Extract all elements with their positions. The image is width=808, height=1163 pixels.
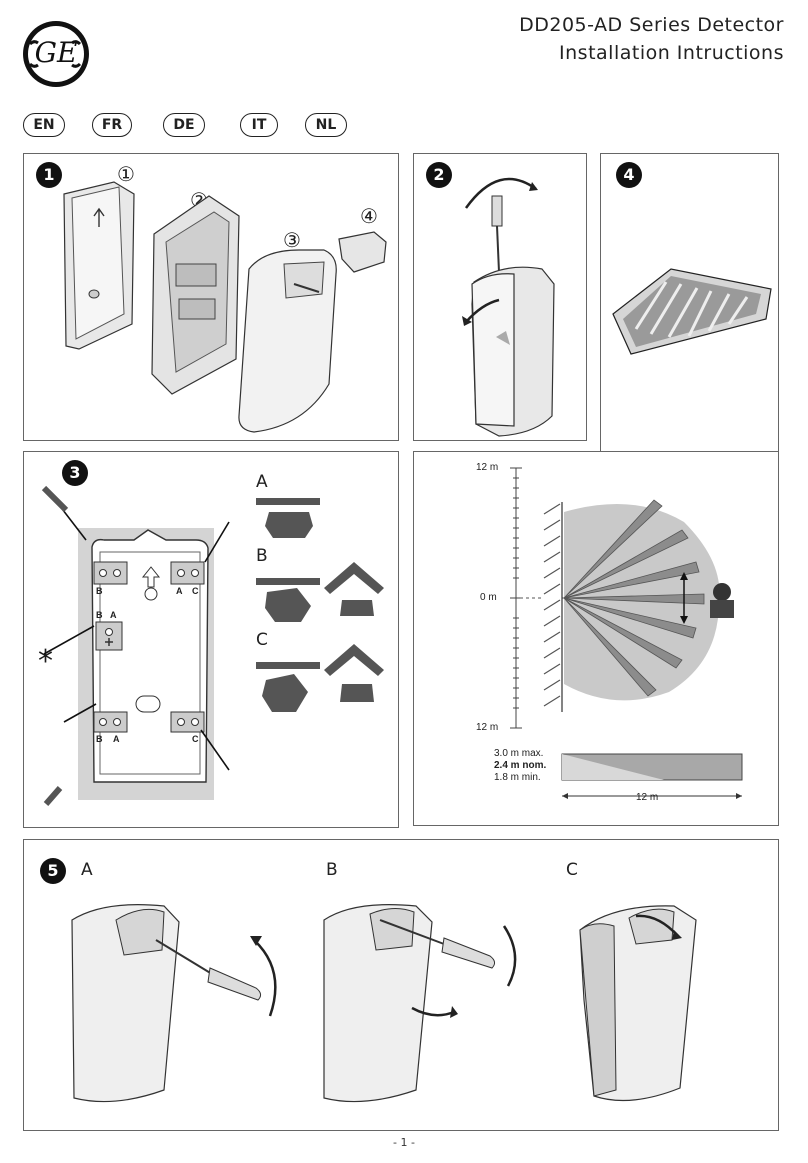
lens-curtain-illustration: [612, 268, 772, 355]
step5-label-b: B: [326, 860, 338, 880]
coverage-mid-label: 0 m: [480, 592, 497, 603]
hole-label-tl-b: B: [96, 586, 103, 596]
part-3-label: ③: [283, 228, 301, 252]
step3-badge: 3: [62, 460, 88, 486]
star-marker: *: [38, 644, 53, 679]
coverage-pattern-diagram: [510, 467, 743, 799]
document-title-line2: Installation Intructions: [559, 42, 784, 64]
mount-option-a: A: [256, 472, 268, 492]
coverage-top-label: 12 m: [476, 462, 499, 473]
lang-fr[interactable]: FR: [92, 113, 132, 137]
lang-de[interactable]: DE: [163, 113, 205, 137]
hole-label-mid-a: A: [110, 610, 117, 620]
height-max-label: 3.0 m max.: [494, 748, 544, 759]
ge-logo-icon: [23, 21, 89, 87]
hole-label-br-c: C: [192, 734, 199, 744]
document-title-line1: DD205-AD Series Detector: [519, 14, 784, 36]
step5-label-c: C: [566, 860, 578, 880]
step5-panel: 5 A B C: [23, 839, 779, 1131]
step2-badge: 2: [426, 162, 452, 188]
exploded-detector-illustration: [63, 181, 387, 433]
ge-logo: GE: [22, 20, 90, 88]
cover-removal-illustration: [71, 904, 697, 1103]
hole-label-tr-c: C: [192, 586, 199, 596]
step5-label-a: A: [81, 860, 93, 880]
open-detector-illustration: [462, 177, 555, 437]
step3-panel: 3 * A B C: [23, 451, 399, 828]
step1-panel: 1 ① ② ③ ④: [23, 153, 399, 441]
part-1-label: ①: [117, 162, 135, 186]
lang-nl[interactable]: NL: [305, 113, 347, 137]
lang-it[interactable]: IT: [240, 113, 278, 137]
step2-panel: 2: [413, 153, 587, 441]
hole-label-bl-b: B: [96, 734, 103, 744]
height-nom-label: 2.4 m nom.: [494, 760, 547, 771]
hole-label-bl-a: A: [113, 734, 120, 744]
page-number: - 1 -: [393, 1136, 415, 1149]
step4-badge: 4: [616, 162, 642, 188]
lang-en[interactable]: EN: [23, 113, 65, 137]
coverage-bottom-label: 12 m: [476, 722, 499, 733]
step4-panel: 4: [600, 153, 779, 453]
range-label: 12 m: [636, 792, 659, 803]
ge-logo-text: GE: [34, 36, 78, 69]
coverage-panel: 12 m 0 m 12 m 3.0 m max. 2.4 m nom. 1.8 …: [413, 451, 779, 826]
mount-option-b: B: [256, 546, 268, 566]
step1-badge: 1: [36, 162, 62, 188]
part-4-label: ④: [360, 204, 378, 228]
height-min-label: 1.8 m min.: [494, 772, 541, 783]
hole-label-mid-b: B: [96, 610, 103, 620]
hole-label-tr-a: A: [176, 586, 183, 596]
step5-badge: 5: [40, 858, 66, 884]
mounting-base-illustration: [41, 485, 384, 806]
mount-option-c: C: [256, 630, 268, 650]
